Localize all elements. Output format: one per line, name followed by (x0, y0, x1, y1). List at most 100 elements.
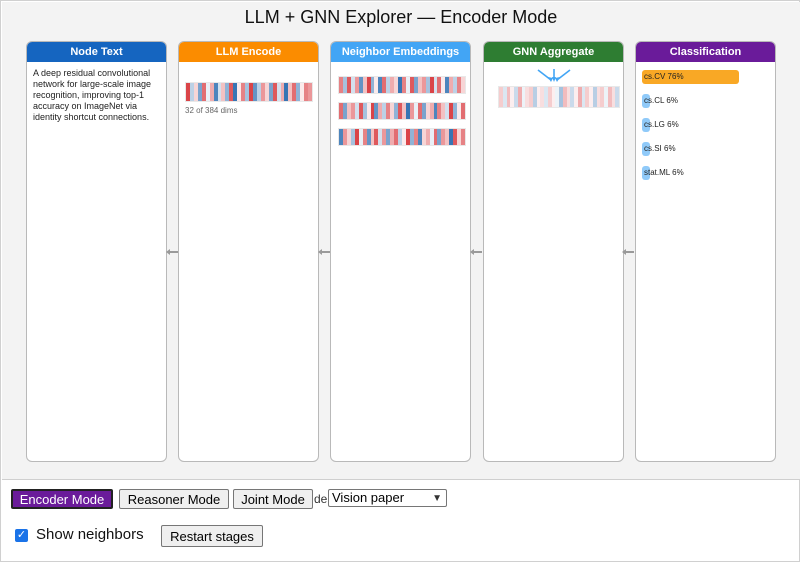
heatmap-cell (382, 129, 387, 145)
class-bar: cs.SI 6% (642, 142, 676, 156)
heatmap-cell (437, 77, 442, 93)
heatmap-cell (394, 103, 399, 119)
heatmap-cell (417, 77, 422, 93)
heatmap-cell (607, 87, 612, 107)
heatmap-cell (405, 77, 410, 93)
panel-header-classification: Classification (636, 42, 775, 62)
heatmap-cell (589, 87, 593, 107)
heatmap-cell (453, 129, 458, 145)
heatmap-cell (358, 103, 363, 119)
class-bar: cs.CV 76% (642, 70, 740, 84)
heatmap-cell (413, 103, 418, 119)
chevron-down-icon: ▼ (432, 493, 442, 504)
heatmap-cell (308, 83, 312, 101)
heatmap-cell (260, 83, 265, 101)
heatmap-cell (559, 87, 563, 107)
heatmap-cell (390, 129, 395, 145)
heatmap-cell (225, 83, 230, 101)
heatmap-cell (437, 103, 442, 119)
heatmap-cell (510, 87, 514, 107)
heatmap-cell (374, 77, 379, 93)
heatmap-cell (405, 129, 410, 145)
heatmap-cell (562, 87, 567, 107)
heatmap-cell (256, 83, 261, 101)
heatmap-cell (249, 83, 253, 101)
heatmap-cell (241, 83, 246, 101)
node-text-body: A deep residual convolutional network fo… (33, 68, 152, 122)
heatmap-cell (425, 77, 430, 93)
heatmap-cell (425, 129, 430, 145)
heatmap-cell (421, 77, 426, 93)
heatmap-cell (615, 87, 619, 107)
heatmap-cell (574, 87, 578, 107)
reasoner-mode-button[interactable]: Reasoner Mode (119, 489, 229, 509)
heatmap-cell (536, 87, 541, 107)
class-bar: cs.CL 6% (642, 94, 678, 108)
heatmap-cell (378, 103, 383, 119)
heatmap-cell (577, 87, 582, 107)
heatmap-cell (409, 129, 414, 145)
heatmap-cell (390, 103, 395, 119)
heatmap-cell (292, 83, 297, 101)
llm-embedding-heatmap (185, 82, 313, 102)
heatmap-cell (378, 77, 383, 93)
heatmap-cell (205, 83, 210, 101)
heatmap-cell (449, 77, 454, 93)
neighbor-embedding-heatmap (338, 128, 466, 146)
heatmap-cell (213, 83, 218, 101)
heatmap-cell (342, 77, 347, 93)
heatmap-cell (245, 83, 249, 101)
prefix-text: de (314, 492, 328, 506)
heatmap-cell (461, 77, 465, 93)
heatmap-cell (398, 103, 402, 119)
heatmap-cell (592, 87, 597, 107)
heatmap-cell (421, 103, 426, 119)
heatmap-cell (221, 83, 226, 101)
heatmap-cell (540, 87, 544, 107)
encoder-mode-button[interactable]: Encoder Mode (11, 489, 113, 509)
heatmap-cell (453, 77, 458, 93)
heatmap-cell (276, 83, 281, 101)
panel-neighbor-embeddings: Neighbor Embeddings (330, 41, 471, 462)
connector-arrow (622, 249, 634, 255)
heatmap-cell (339, 129, 343, 145)
heatmap-cell (217, 83, 222, 101)
heatmap-cell (417, 129, 422, 145)
heatmap-cell (398, 129, 402, 145)
heatmap-cell (366, 129, 371, 145)
heatmap-cell (201, 83, 206, 101)
heatmap-cell (547, 87, 552, 107)
heatmap-cell (252, 83, 257, 101)
heatmap-cell (394, 129, 399, 145)
heatmap-cell (342, 103, 347, 119)
joint-mode-button[interactable]: Joint Mode (233, 489, 313, 509)
heatmap-cell (339, 77, 343, 93)
heatmap-cell (370, 77, 375, 93)
heatmap-cell (409, 103, 414, 119)
heatmap-cell (441, 77, 446, 93)
heatmap-cell (517, 87, 522, 107)
dims-caption: 32 of 384 dims (185, 106, 238, 115)
heatmap-cell (366, 103, 371, 119)
heatmap-cell (382, 103, 387, 119)
heatmap-cell (189, 83, 194, 101)
heatmap-cell (229, 83, 234, 101)
heatmap-cell (499, 87, 503, 107)
heatmap-cell (342, 129, 347, 145)
heatmap-cell (445, 103, 450, 119)
heatmap-cell (596, 87, 601, 107)
controls-bar: Encoder Mode Reasoner Mode Joint Mode de… (1, 481, 800, 563)
show-neighbors-checkbox[interactable]: ✓ (15, 529, 28, 542)
panel-header-neighbor-embeddings: Neighbor Embeddings (331, 42, 470, 62)
heatmap-cell (525, 87, 529, 107)
heatmap-cell (350, 129, 355, 145)
heatmap-cell (370, 129, 375, 145)
page-title: LLM + GNN Explorer — Encoder Mode (244, 7, 558, 27)
heatmap-cell (233, 83, 238, 101)
example-select[interactable]: Vision paper ▼ (328, 489, 447, 507)
heatmap-cell (390, 77, 395, 93)
example-select-value: Vision paper (332, 490, 405, 505)
restart-stages-button[interactable]: Restart stages (161, 525, 263, 547)
heatmap-cell (362, 129, 367, 145)
